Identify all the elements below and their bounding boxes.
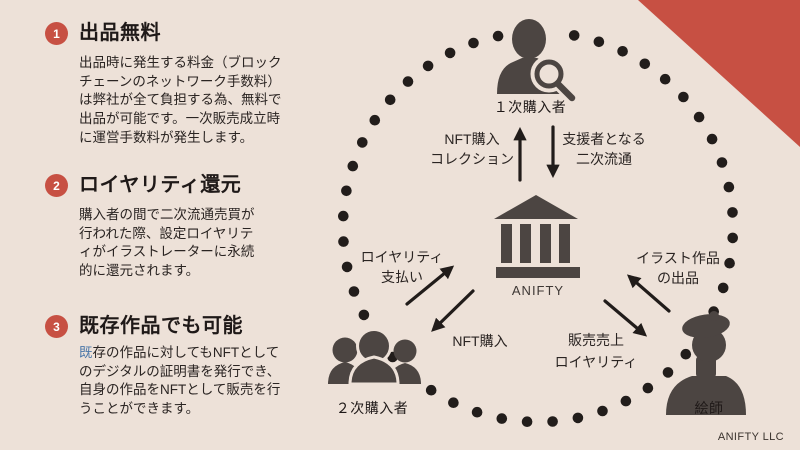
- ring-dot: [662, 367, 674, 378]
- section-number-badge: 1: [45, 22, 68, 45]
- ring-dot: [402, 76, 414, 87]
- ring-dot: [680, 348, 692, 360]
- ring-dot: [448, 397, 459, 409]
- highlighted-lead-character: 既: [79, 345, 93, 360]
- ring-dot: [518, 27, 529, 38]
- ring-dot: [384, 94, 396, 106]
- corner-triangle-decoration: [638, 0, 800, 147]
- section-number-badge: 2: [45, 174, 68, 197]
- flow-label-nft-purchase: NFT購入: [452, 331, 507, 351]
- ring-dot: [468, 37, 479, 49]
- ring-dot: [338, 210, 349, 222]
- ring-dot: [369, 114, 381, 126]
- primary-buyer-label: １次購入者: [493, 99, 567, 115]
- ring-dot: [471, 406, 483, 418]
- section-number-badge: 3: [45, 315, 68, 338]
- ring-dot: [444, 47, 456, 59]
- people-group-icon: [328, 328, 421, 386]
- bank-icon: [494, 195, 580, 278]
- ring-dot: [695, 328, 707, 340]
- flow-label-sales-royalty: 販売売上 ロイヤリティ: [555, 329, 638, 373]
- flow-label-line: 二次流通: [576, 151, 632, 167]
- ring-dot: [639, 58, 651, 70]
- ring-dot: [496, 413, 508, 424]
- ring-dot: [387, 351, 398, 363]
- ring-dot: [572, 412, 584, 424]
- section-title: ロイヤリティ還元: [79, 174, 242, 196]
- platform-label: ANIFTY: [511, 283, 565, 298]
- dotted-circle: [338, 27, 738, 428]
- ring-dot: [678, 91, 689, 103]
- ring-dot: [405, 369, 417, 381]
- ring-dot: [724, 257, 735, 269]
- ring-dot: [547, 416, 558, 427]
- section-title: 既存作品でも可能: [79, 315, 243, 337]
- flow-label-line: 販売売上: [568, 332, 624, 348]
- illustrator-label: 絵師: [694, 400, 724, 416]
- ring-dot: [706, 133, 718, 145]
- ring-dot: [521, 416, 533, 428]
- ring-dot: [693, 111, 705, 123]
- ring-dot: [568, 30, 580, 41]
- ring-dot: [348, 286, 360, 297]
- flow-label-line: NFT購入: [452, 333, 508, 349]
- ring-dot: [492, 30, 504, 42]
- ring-dot: [620, 395, 632, 407]
- flow-label-line: 支援者となる: [562, 131, 646, 147]
- ring-dot: [597, 405, 608, 417]
- ring-dot: [642, 382, 654, 394]
- section-body: 既存の作品に対してもNFTとして のデジタルの証明書を発行でき、 自身の作品をN…: [79, 344, 331, 419]
- ring-dot: [422, 60, 434, 72]
- flow-label-line: コレクション: [430, 151, 514, 167]
- person-with-magnifier-icon: [497, 19, 580, 106]
- flow-label-line: ロイヤリティ: [554, 354, 638, 370]
- flow-label-line: NFT購入: [444, 131, 500, 147]
- flow-label-line: の出品: [656, 270, 699, 286]
- flow-label-supporter-secondary: 支援者となる 二次流通: [562, 129, 646, 169]
- section-body: 出品時に発生する料金（ブロック チェーンのネットワーク手数料） は弊社が全て負担…: [79, 55, 282, 145]
- ring-dot: [593, 36, 605, 48]
- flow-label-artwork-listing: イラスト作品 の出品: [636, 248, 720, 288]
- flow-label-royalty-payment: ロイヤリティ 支払い: [361, 247, 444, 287]
- footer-brand: ANIFTY LLC: [717, 431, 784, 443]
- ring-dot: [347, 160, 359, 172]
- ring-dot: [617, 46, 628, 57]
- flow-label-line: イラスト作品: [636, 250, 720, 266]
- ring-dot: [338, 236, 349, 247]
- ring-dot: [727, 207, 738, 218]
- ring-dot: [723, 181, 735, 193]
- ring-dot: [727, 232, 738, 244]
- ring-dot: [716, 157, 728, 168]
- arrow-nft-purchase: [431, 289, 475, 332]
- section-body: 購入者の間で二次流通売買が 行われた際、設定ロイヤリテ ィがイラストレーターに永…: [79, 207, 255, 279]
- ring-dot: [341, 261, 353, 273]
- ring-dot: [659, 73, 671, 85]
- flow-label-line: 支払い: [381, 269, 423, 285]
- section-title: 出品無料: [79, 22, 161, 44]
- flow-label-line: ロイヤリティ: [360, 249, 444, 265]
- ring-dot: [708, 306, 719, 317]
- flow-label-nft-purchase-collection: NFT購入 コレクション: [430, 129, 514, 169]
- ring-dot: [371, 331, 383, 343]
- ring-dot: [341, 185, 352, 197]
- ring-dot: [357, 137, 368, 148]
- section-body-rest: 存の作品に対してもNFTとして のデジタルの証明書を発行でき、 自身の作品をNF…: [79, 345, 281, 417]
- ring-dot: [358, 309, 370, 321]
- secondary-buyer-label: ２次購入者: [335, 400, 409, 416]
- ring-dot: [425, 384, 437, 396]
